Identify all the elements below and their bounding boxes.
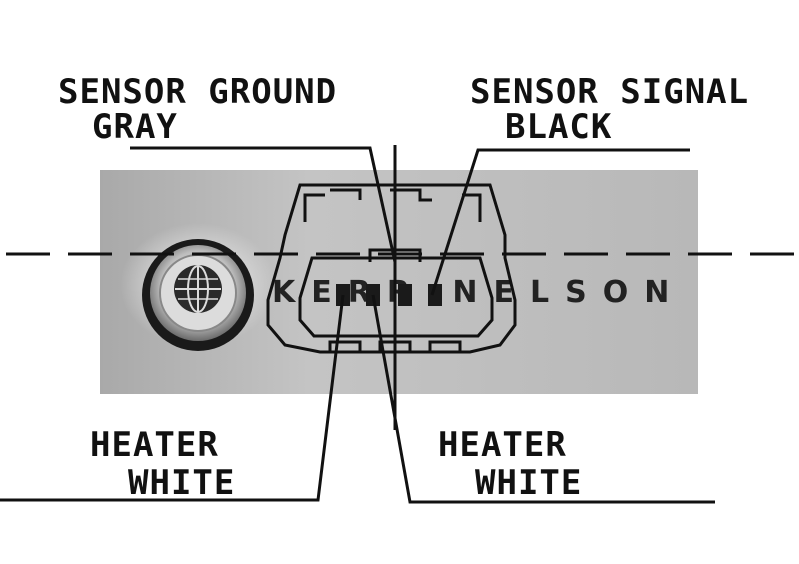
sensor-signal-label: SENSOR SIGNAL BLACK bbox=[470, 72, 749, 147]
sensor-ground-title: SENSOR GROUND bbox=[58, 72, 337, 112]
watermark-banner: KERR NELSON bbox=[100, 170, 698, 394]
sensor-ground-leader bbox=[130, 146, 397, 263]
heater-right-leader bbox=[371, 294, 715, 504]
heater-left-color: WHITE bbox=[128, 463, 235, 503]
globe-icon bbox=[142, 239, 254, 351]
sensor-signal-color: BLACK bbox=[505, 107, 612, 147]
pin-sensor-signal bbox=[428, 284, 442, 306]
heater-left-leader bbox=[0, 294, 345, 502]
sensor-ground-color: GRAY bbox=[92, 107, 178, 147]
connector-bottom-ribs bbox=[328, 340, 462, 352]
connector-inner-shell bbox=[298, 256, 494, 338]
watermark-brand-text: KERR NELSON bbox=[272, 275, 685, 310]
sensor-signal-title: SENSOR SIGNAL bbox=[470, 72, 749, 112]
connector-outline bbox=[266, 183, 517, 354]
heater-right-label: HEATER WHITE bbox=[438, 425, 582, 503]
connector-housing bbox=[266, 183, 517, 354]
sensor-signal-leader bbox=[430, 148, 690, 296]
heater-left-title: HEATER bbox=[90, 425, 219, 465]
heater-left-label: HEATER WHITE bbox=[90, 425, 235, 503]
heater-right-color: WHITE bbox=[475, 463, 582, 503]
pin-heater-right bbox=[398, 284, 412, 306]
connector-top-lock bbox=[303, 188, 482, 222]
heater-right-title: HEATER bbox=[438, 425, 567, 465]
connector-latch bbox=[368, 248, 422, 262]
sensor-ground-label: SENSOR GROUND GRAY bbox=[58, 72, 337, 147]
